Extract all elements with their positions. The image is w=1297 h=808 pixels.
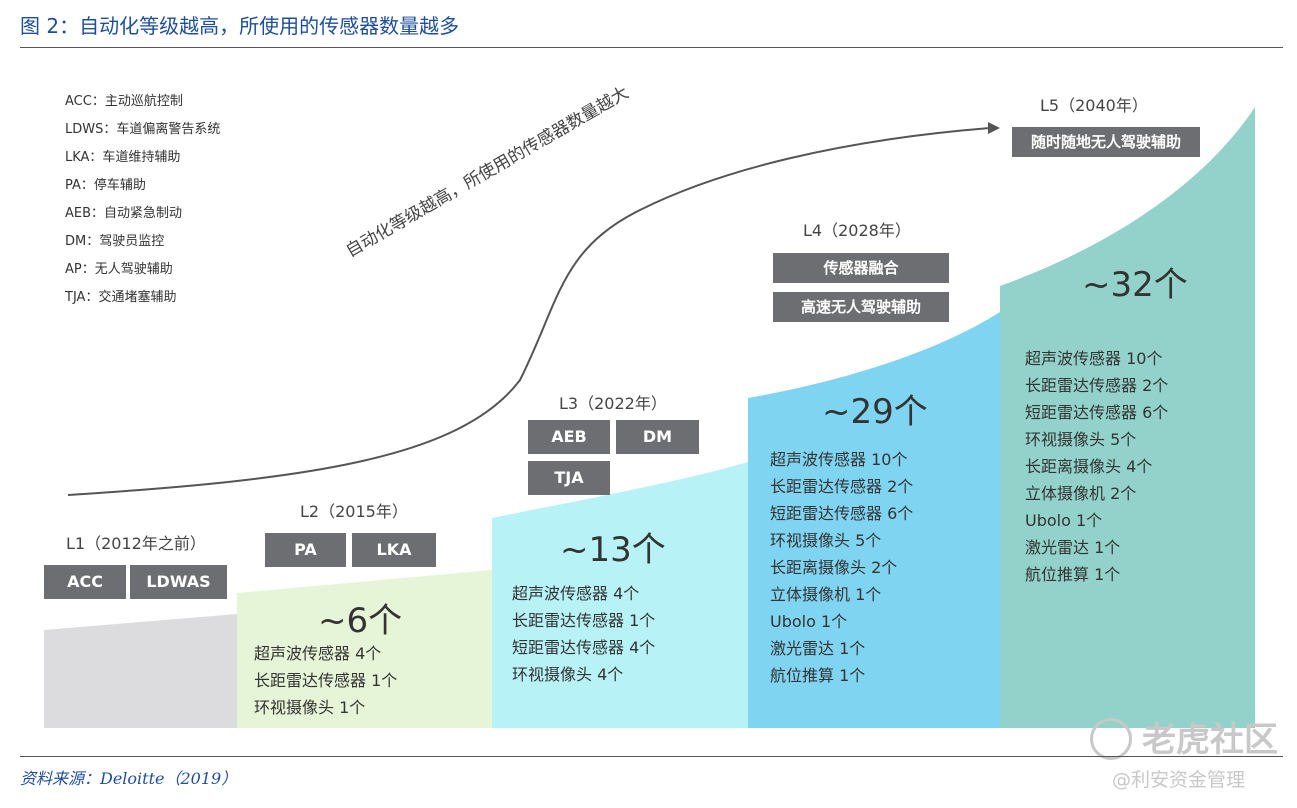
sensor-item: 超声波传感器 10个: [1025, 349, 1163, 368]
level-3-sensor-list: 超声波传感器 4个 长距雷达传感器 1个 短距雷达传感器 4个 环视摄像头 4个: [512, 580, 655, 688]
sensor-item: 航位推算 1个: [1025, 565, 1121, 584]
sensor-item: 立体摄像机 2个: [1025, 484, 1137, 503]
sensor-item: 短距雷达传感器 6个: [770, 504, 914, 523]
legend-item: LDWS：车道偏离警告系统: [65, 122, 221, 137]
sensor-item: 环视摄像头 5个: [770, 531, 882, 550]
level-1-label: L1（2012年之前）: [66, 534, 206, 553]
sensor-item: Ubolo 1个: [770, 612, 848, 631]
level-3-area: [492, 462, 748, 728]
sensor-item: 超声波传感器 4个: [512, 584, 640, 603]
level-3-label: L3（2022年）: [559, 394, 667, 413]
sensor-item: 激光雷达 1个: [770, 639, 866, 658]
level-4-sensor-list: 超声波传感器 10个 长距雷达传感器 2个 短距雷达传感器 6个 环视摄像头 5…: [770, 446, 913, 689]
sensor-item: 超声波传感器 4个: [254, 644, 382, 663]
legend-item: AEB：自动紧急制动: [65, 206, 183, 221]
legend-item: PA：停车辅助: [65, 178, 146, 193]
legend-item: ACC：主动巡航控制: [65, 94, 183, 109]
level-5-label: L5（2040年）: [1040, 96, 1148, 115]
sensor-item: 长距雷达传感器 1个: [254, 671, 398, 690]
trend-curve: [67, 127, 991, 496]
tiger-logo-icon: [1090, 717, 1132, 760]
level-2-area: [237, 570, 492, 728]
level-5-tag-anywhere-autopilot: 随时随地无人驾驶辅助: [1012, 127, 1200, 157]
sensor-item: 环视摄像头 5个: [1025, 430, 1137, 449]
sensor-item: 环视摄像头 4个: [512, 665, 624, 684]
level-2-label: L2（2015年）: [300, 502, 408, 521]
abbreviation-legend: ACC：主动巡航控制 LDWS：车道偏离警告系统 LKA：车道维持辅助 PA：停…: [65, 88, 220, 312]
legend-item: DM：驾驶员监控: [65, 234, 165, 249]
level-3-tag-tja: TJA: [528, 461, 610, 495]
trend-arrowhead: [988, 122, 1000, 134]
legend-item: LKA：车道维持辅助: [65, 150, 181, 165]
top-divider: [20, 47, 1283, 48]
level-5-count: ~32个: [1082, 265, 1188, 305]
sensor-item: 长距雷达传感器 2个: [1025, 376, 1169, 395]
level-4-area: [748, 312, 1000, 728]
sensor-item: Ubolo 1个: [1025, 511, 1103, 530]
legend-item: TJA：交通堵塞辅助: [65, 290, 177, 305]
sensor-item: 长距离摄像头 4个: [1025, 457, 1153, 476]
figure-title: 图 2：自动化等级越高，所使用的传感器数量越多: [20, 14, 460, 38]
level-4-tag-sensor-fusion: 传感器融合: [773, 253, 949, 283]
sensor-item: 环视摄像头 1个: [254, 698, 366, 717]
level-3-count: ~13个: [560, 530, 666, 570]
sensor-item: 激光雷达 1个: [1025, 538, 1121, 557]
level-2-tag-lka: LKA: [352, 533, 436, 567]
level-2-tag-pa: PA: [265, 533, 346, 567]
level-2-count: ~6个: [318, 601, 403, 641]
sensor-item: 航位推算 1个: [770, 666, 866, 685]
level-5-area: [1000, 107, 1255, 728]
source-note: 资料来源：Deloitte（2019）: [20, 769, 238, 788]
watermark-brand: 老虎社区: [1090, 712, 1278, 763]
sensor-item: 长距雷达传感器 2个: [770, 477, 914, 496]
level-4-tag-highway-autopilot: 高速无人驾驶辅助: [773, 292, 949, 322]
level-1-tag-acc: ACC: [44, 565, 126, 599]
legend-item: AP：无人驾驶辅助: [65, 262, 173, 277]
watermark-brand-text: 老虎社区: [1142, 720, 1278, 760]
level-3-tag-aeb: AEB: [528, 420, 610, 454]
sensor-item: 短距雷达传感器 4个: [512, 638, 656, 657]
bottom-divider: [20, 756, 1283, 757]
sensor-item: 立体摄像机 1个: [770, 585, 882, 604]
level-4-count: ~29个: [822, 392, 928, 432]
level-2-sensor-list: 超声波传感器 4个 长距雷达传感器 1个 环视摄像头 1个: [254, 640, 397, 721]
level-4-label: L4（2028年）: [803, 221, 911, 240]
sensor-item: 长距雷达传感器 1个: [512, 611, 656, 630]
watermark-handle: @利安资金管理: [1112, 769, 1246, 791]
sensor-item: 短距雷达传感器 6个: [1025, 403, 1169, 422]
level-5-sensor-list: 超声波传感器 10个 长距雷达传感器 2个 短距雷达传感器 6个 环视摄像头 5…: [1025, 345, 1168, 588]
level-3-tag-dm: DM: [616, 420, 699, 454]
sensor-item: 超声波传感器 10个: [770, 450, 908, 469]
sensor-item: 长距离摄像头 2个: [770, 558, 898, 577]
level-1-area: [44, 614, 237, 728]
level-1-tag-ldwas: LDWAS: [130, 565, 227, 599]
